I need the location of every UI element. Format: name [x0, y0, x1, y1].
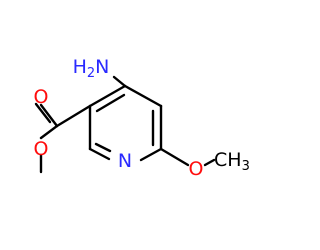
- amino-label: H2N: [73, 56, 110, 81]
- bond-carbonyl-c-o-double: [34, 102, 52, 124]
- carbonyl-oxygen-label: O: [34, 86, 49, 108]
- bond-c3-c4: [123, 84, 163, 108]
- bond-c2-carbonyl-c: [55, 104, 92, 128]
- methoxy-c: CH: [214, 149, 242, 171]
- molecule-structure: H2N N O O O CH3: [34, 56, 250, 180]
- bond-c6-n1-inner: [94, 142, 112, 153]
- bond-c6-n1: [88, 147, 111, 161]
- methoxy-h-count: 3: [242, 159, 250, 174]
- ester-oxygen-label: O: [34, 138, 49, 160]
- bond-c2-c3-inner: [95, 93, 126, 113]
- amino-h-count: 2: [87, 66, 95, 81]
- bond-carbonyl-c-ester-o: [39, 124, 59, 140]
- amino-n: N: [95, 56, 109, 78]
- bond-c5-c6: [139, 147, 163, 162]
- bond-methoxy-o-c: [203, 158, 216, 167]
- amino-h: H: [73, 56, 87, 78]
- methoxy-methyl-label: CH3: [214, 149, 250, 174]
- bond-c2-c3: [88, 84, 127, 108]
- bond-c3-nh2: [112, 75, 127, 88]
- bond-c6-methoxy-o: [159, 147, 190, 167]
- methoxy-oxygen-label: O: [189, 158, 204, 180]
- ring-nitrogen-label: N: [118, 150, 132, 172]
- bond-carbonyl-c-o: [39, 103, 59, 128]
